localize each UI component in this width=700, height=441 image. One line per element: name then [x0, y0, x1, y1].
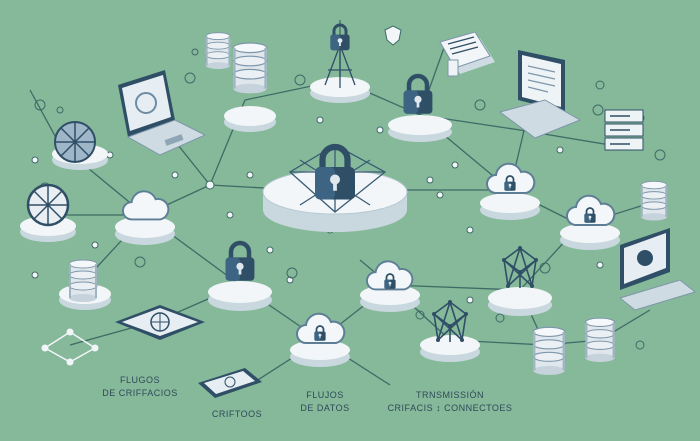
document-stack-icon [439, 31, 495, 77]
cloud-lock-node-center [360, 260, 420, 312]
caption-flujos-line1: FLUJOS [306, 390, 344, 400]
tablet-icon [115, 305, 205, 340]
database-icon [205, 31, 231, 70]
shield-icon [384, 25, 402, 46]
cloud-icon [122, 190, 170, 221]
caption-transmission-line1: TRNSMISSIÓN [416, 390, 484, 400]
caption-flujos-line2: DE DATOS [300, 403, 349, 413]
caption-transmission: TRNSMISSIÓN CRIFACIS ↕ CONNECTOES [388, 390, 513, 413]
cloud-lock-node-right [480, 162, 540, 220]
database-icon [584, 317, 616, 362]
padlock-icon [404, 76, 433, 114]
caption-left: FLUGOS DE CRIFFACIOS [102, 375, 178, 398]
padlock-icon [226, 243, 255, 281]
server-icon [604, 109, 644, 151]
caption-transmission-line2: CRIFACIS ↕ CONNECTOES [388, 403, 513, 413]
cloud-lock-node-far-right [560, 194, 620, 250]
mesh-node-right [488, 244, 552, 316]
database-icon [640, 180, 668, 222]
network-mesh-icon [500, 244, 540, 290]
database-icon [532, 326, 566, 375]
central-hub [262, 145, 408, 232]
database-icon [232, 41, 268, 95]
padlock-node-upper-right [388, 76, 452, 142]
caption-left-line1: FLUGOS [120, 375, 160, 385]
caption-criptios: CRIFTOOS [212, 409, 262, 419]
card-icon [198, 368, 262, 398]
monitor-icon [618, 228, 697, 311]
caption-flujos: FLUJOS DE DATOS [300, 390, 349, 413]
laptop-node-left [118, 70, 207, 156]
mesh-node-bottom [420, 300, 480, 362]
wheel-node-left [52, 121, 108, 170]
caption-left-line2: DE CRIFFACIOS [102, 388, 178, 398]
laptop-node-right [498, 50, 582, 139]
small-network-icon [41, 328, 99, 366]
database-node-lower-left [59, 259, 111, 310]
cloud-node-left [115, 190, 175, 245]
network-mesh-icon [431, 300, 469, 343]
padlock-tripod-node [310, 23, 370, 103]
database-icon [68, 259, 98, 302]
database-stack-node-top [205, 31, 276, 132]
padlock-node-center-left [208, 243, 272, 311]
gear-node-left [20, 183, 76, 242]
cloud-node-bottom [290, 312, 350, 367]
